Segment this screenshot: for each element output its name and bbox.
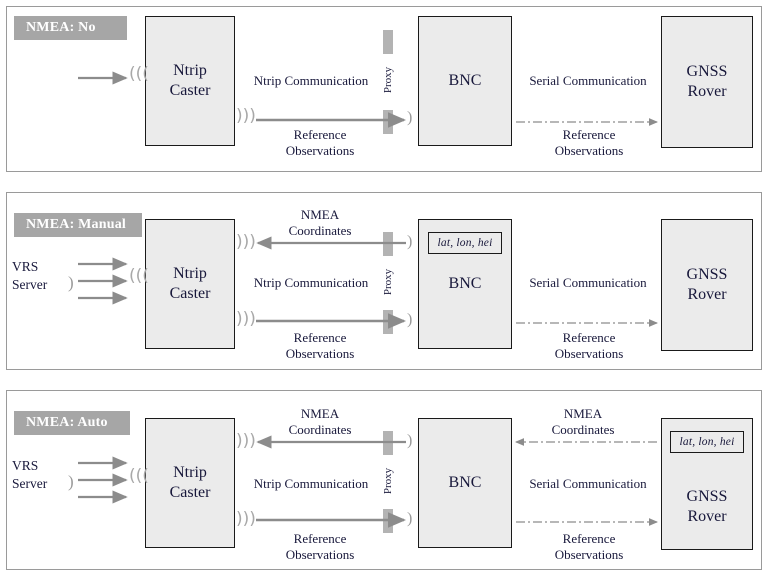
connector-paren-icon: ) — [407, 432, 413, 449]
caption-line: Reference — [293, 127, 347, 142]
caption-line: Coordinates — [288, 223, 352, 239]
caption-line: Observations — [554, 547, 624, 563]
connector-paren-icon: ) — [407, 109, 413, 126]
proxy-label-0: Proxy — [382, 66, 394, 94]
proxy-segment — [383, 30, 393, 54]
node-line: BNC — [448, 72, 482, 89]
node-line: Ntrip — [173, 62, 207, 79]
caption-line: NMEA — [300, 406, 340, 421]
node-line: Ntrip — [173, 464, 207, 481]
caption-line: Reference — [562, 330, 616, 345]
proxy-label-2: Proxy — [382, 467, 394, 495]
antenna-waves-left-icon: ((( — [129, 266, 149, 286]
node-line: GNSS — [686, 63, 728, 80]
caption-nmea-coordinates-right-2: NMEA Coordinates — [520, 406, 646, 439]
caption-line: Observations — [285, 346, 355, 362]
caption-reference-observations-right-2: Reference Observations — [528, 531, 650, 564]
node-ntrip-caster-1: Ntrip Caster — [145, 219, 235, 349]
caption-line: Reference — [562, 531, 616, 546]
caption-reference-observations-0: Reference Observations — [258, 127, 382, 160]
caption-line: Reference — [562, 127, 616, 142]
node-bnc-2: BNC — [418, 418, 512, 548]
caption-reference-observations-right-0: Reference Observations — [528, 127, 650, 160]
label-vrs-server-2: VRS Server — [12, 457, 72, 492]
caption-nmea-coordinates-left-2: NMEA Coordinates — [260, 406, 380, 439]
antenna-waves-right-icon: ))) — [236, 106, 256, 126]
proxy-segment — [383, 431, 393, 455]
connector-paren-icon: ) — [407, 233, 413, 250]
badge-nmea-manual: NMEA: Manual — [14, 213, 142, 237]
node-line: BNC — [448, 474, 482, 491]
antenna-waves-left-icon: ((( — [129, 64, 149, 84]
caption-ntrip-communication-1: Ntrip Communication — [253, 275, 369, 290]
antenna-waves-right-icon: ))) — [236, 309, 256, 329]
antenna-waves-right-icon: ))) — [236, 232, 256, 252]
caption-reference-observations-right-1: Reference Observations — [528, 330, 650, 363]
caption-line: Observations — [554, 143, 624, 159]
caption-serial-communication-1: Serial Communication — [529, 275, 647, 290]
caption-serial-communication-2: Serial Communication — [529, 476, 647, 491]
node-line: Caster — [169, 484, 211, 501]
node-line: Rover — [687, 286, 727, 303]
caption-ntrip-communication-2: Ntrip Communication — [253, 476, 369, 491]
caption-nmea-coordinates-left-1: NMEA Coordinates — [260, 207, 380, 240]
proxy-segment — [383, 509, 393, 533]
latlonhei-box-rover-2: lat, lon, hei — [670, 431, 744, 453]
proxy-segment — [383, 232, 393, 256]
label-line: VRS — [12, 259, 39, 274]
connector-paren-icon: ) — [68, 472, 74, 491]
antenna-waves-right-icon: ))) — [236, 431, 256, 451]
proxy-bar-1: Proxy — [382, 232, 394, 334]
connector-paren-icon: ) — [407, 311, 413, 328]
caption-line: Coordinates — [288, 422, 352, 438]
node-line: Rover — [687, 83, 727, 100]
label-line: Server — [12, 276, 48, 292]
proxy-bar-0: Proxy — [382, 30, 394, 134]
connector-paren-icon: ) — [407, 510, 413, 527]
caption-line: NMEA — [563, 406, 603, 421]
badge-nmea-auto: NMEA: Auto — [14, 411, 130, 435]
caption-line: Observations — [285, 143, 355, 159]
caption-line: Observations — [554, 346, 624, 362]
node-line: Caster — [169, 82, 211, 99]
proxy-segment — [383, 110, 393, 134]
node-gnss-rover-0: GNSS Rover — [661, 16, 753, 148]
label-line: Server — [12, 475, 48, 491]
caption-reference-observations-2: Reference Observations — [258, 531, 382, 564]
caption-line: Coordinates — [551, 422, 615, 438]
badge-nmea-no: NMEA: No — [14, 16, 127, 40]
node-line: GNSS — [686, 488, 728, 505]
caption-line: Observations — [285, 547, 355, 563]
caption-line: Reference — [293, 531, 347, 546]
antenna-waves-left-icon: ((( — [129, 466, 149, 486]
proxy-bar-2: Proxy — [382, 431, 394, 533]
proxy-segment — [383, 310, 393, 334]
node-line: Caster — [169, 285, 211, 302]
label-vrs-server-1: VRS Server — [12, 258, 72, 293]
node-bnc-0: BNC — [418, 16, 512, 146]
node-gnss-rover-1: GNSS Rover — [661, 219, 753, 351]
proxy-label-1: Proxy — [382, 268, 394, 296]
label-line: VRS — [12, 458, 39, 473]
caption-serial-communication-0: Serial Communication — [529, 73, 647, 88]
node-line: Ntrip — [173, 265, 207, 282]
node-line: BNC — [448, 275, 482, 292]
caption-reference-observations-1: Reference Observations — [258, 330, 382, 363]
panel-nmea-auto — [6, 390, 762, 570]
caption-line: Reference — [293, 330, 347, 345]
node-line: GNSS — [686, 266, 728, 283]
node-ntrip-caster-0: Ntrip Caster — [145, 16, 235, 146]
antenna-waves-right-icon: ))) — [236, 509, 256, 529]
node-line: Rover — [687, 508, 727, 525]
latlonhei-box-bnc-1: lat, lon, hei — [428, 232, 502, 254]
connector-paren-icon: ) — [68, 273, 74, 292]
caption-line: NMEA — [300, 207, 340, 222]
node-ntrip-caster-2: Ntrip Caster — [145, 418, 235, 548]
caption-ntrip-communication-0: Ntrip Communication — [253, 73, 369, 88]
